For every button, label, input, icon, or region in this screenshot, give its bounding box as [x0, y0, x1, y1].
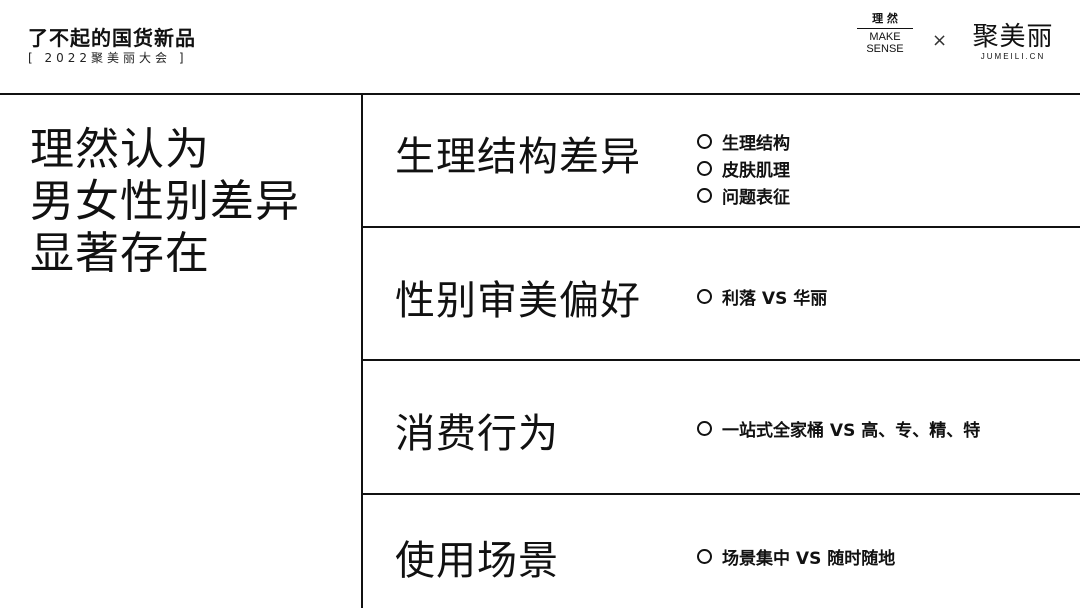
logo-divider [857, 28, 913, 29]
make-sense-logo-cn: 理 然 [872, 12, 898, 25]
section-title-scenario: 使用场景 [395, 538, 559, 584]
make-sense-logo-en: MAKE SENSE [866, 31, 904, 55]
bullet-text: 生理结构 [722, 134, 790, 154]
bullet-text: 皮肤肌理 [722, 161, 790, 181]
jumeili-logo-en: JUMEILI.CN [980, 52, 1046, 61]
header: 了不起的国货新品 [ 2022聚美丽大会 ] 理 然 MAKE SENSE × … [0, 0, 1080, 94]
bullet-item: 皮肤肌理 [697, 156, 790, 181]
bullet-item: 问题表征 [697, 183, 790, 208]
circle-bullet-icon [697, 188, 712, 203]
circle-bullet-icon [697, 134, 712, 149]
column-divider [361, 93, 363, 608]
bullet-text: 一站式全家桶 VS 高、专、精、特 [722, 421, 981, 441]
section-title-aesthetic: 性别审美偏好 [395, 278, 641, 324]
bullet-text: 利落 VS 华丽 [722, 289, 828, 309]
jumeili-logo-cn: 聚美丽 [972, 22, 1054, 52]
header-divider [0, 93, 1080, 95]
statement-line: 显著存在 [30, 228, 210, 279]
bullet-text: 问题表征 [722, 188, 790, 208]
circle-bullet-icon [697, 161, 712, 176]
bullet-text: 场景集中 VS 随时随地 [722, 549, 896, 569]
section-title-physiology: 生理结构差异 [395, 134, 641, 180]
row-divider-2 [361, 359, 1080, 361]
collab-separator: × [932, 30, 948, 51]
jumeili-logo: 聚美丽 JUMEILI.CN [966, 22, 1060, 61]
make-sense-logo: 理 然 MAKE SENSE [854, 12, 916, 55]
bullet-item: 利落 VS 华丽 [697, 284, 827, 309]
statement-line: 理然认为 [30, 124, 210, 175]
row-divider-1 [361, 226, 1080, 228]
bullet-item: 一站式全家桶 VS 高、专、精、特 [697, 416, 980, 441]
statement-line: 男女性别差异 [30, 176, 300, 227]
bullet-item: 场景集中 VS 随时随地 [697, 544, 895, 569]
circle-bullet-icon [697, 289, 712, 304]
bullet-item: 生理结构 [697, 129, 790, 154]
section-title-consumption: 消费行为 [395, 411, 559, 457]
circle-bullet-icon [697, 549, 712, 564]
circle-bullet-icon [697, 421, 712, 436]
row-divider-3 [361, 493, 1080, 495]
page-title: 了不起的国货新品 [28, 26, 196, 50]
page-subtitle: [ 2022聚美丽大会 ] [28, 51, 188, 65]
statement: 理然认为 男女性别差异 显著存在 [30, 124, 300, 280]
